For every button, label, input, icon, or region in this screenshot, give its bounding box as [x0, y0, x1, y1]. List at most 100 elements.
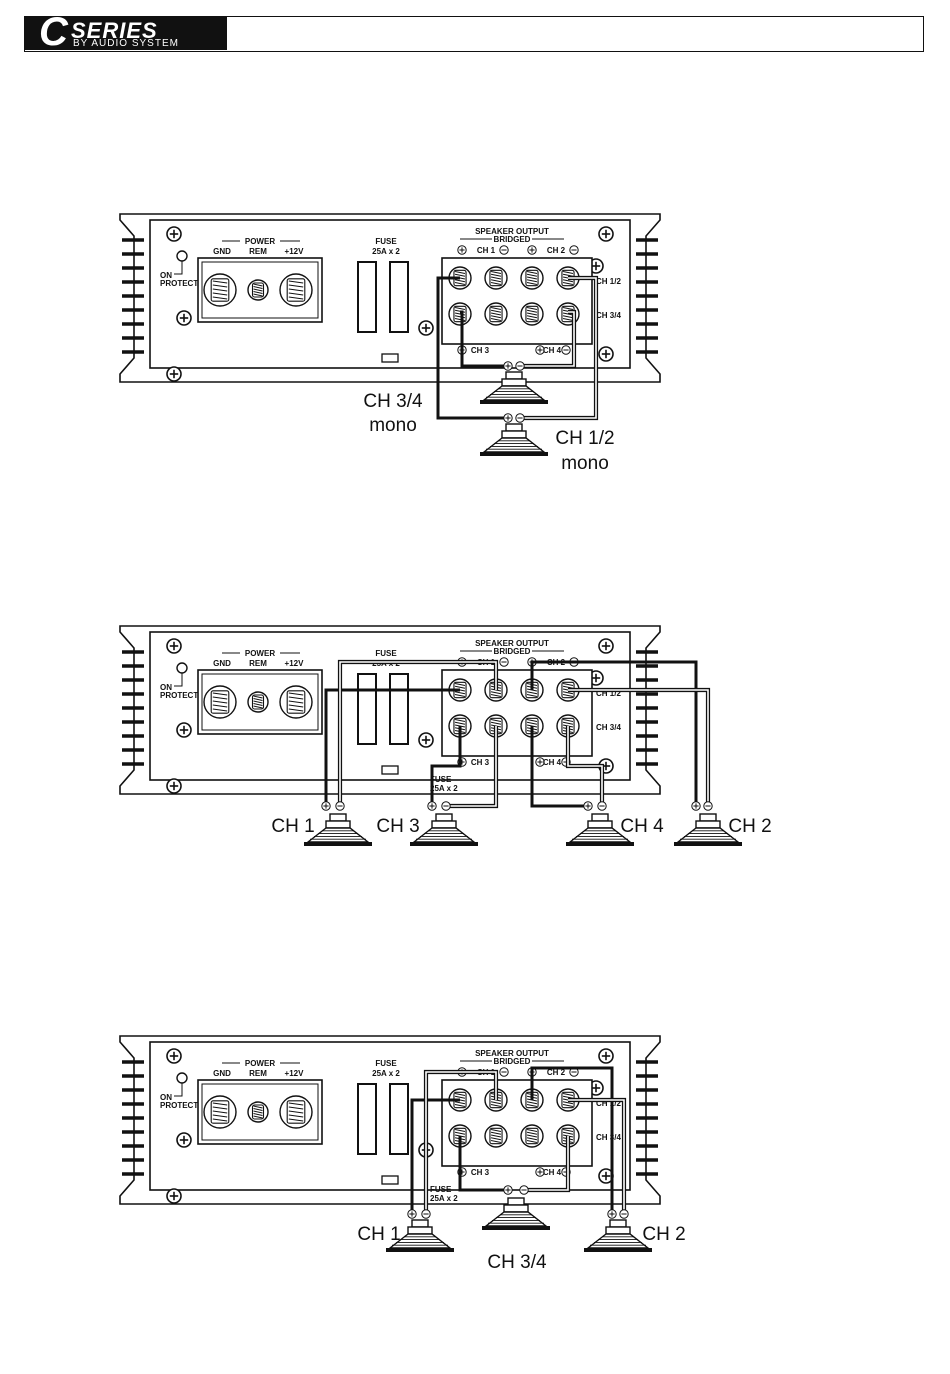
speaker-ch1-3	[386, 1219, 454, 1252]
speaker-wire	[530, 726, 588, 808]
switch-icon	[381, 1175, 399, 1185]
fuse-rating-label: 25A x 2	[372, 1069, 400, 1078]
ch12-side-label: CH 1/2	[596, 1099, 621, 1108]
protect-label: PROTECT	[160, 279, 198, 288]
plus12v-label: +12V	[285, 659, 305, 668]
ch4-bottom-label: CH 4	[543, 758, 562, 767]
speaker-wire	[324, 688, 460, 806]
led-icon	[176, 250, 188, 262]
speaker-ch12-mono	[480, 423, 548, 456]
rem-label: REM	[249, 247, 267, 256]
speaker-output-label: SPEAKER OUTPUT	[475, 639, 549, 648]
rem-label: REM	[249, 1069, 267, 1078]
ch34-side-label: CH 3/4	[596, 311, 621, 320]
on-label: ON	[160, 271, 172, 280]
speaker-ch34-3	[482, 1197, 550, 1230]
ch4-bottom-label: CH 4	[543, 346, 562, 355]
ch2-top-label: CH 2	[547, 1068, 566, 1077]
protect-label: PROTECT	[160, 691, 198, 700]
fuse-rating-label-3: 25A x 2	[430, 1194, 458, 1203]
on-label: ON	[160, 1093, 172, 1102]
fuse-rating-label: 25A x 2	[372, 247, 400, 256]
speaker-wire	[410, 1098, 460, 1214]
gnd-label: GND	[213, 659, 231, 668]
power-label: POWER	[245, 649, 275, 658]
logo-series: SERIES	[71, 18, 158, 43]
fuse-icon	[389, 261, 409, 333]
speaker-wire	[430, 726, 462, 806]
speaker-wire	[530, 1066, 614, 1214]
fuse-icon	[389, 1083, 409, 1155]
bridged-label: BRIDGED	[494, 235, 531, 244]
ch1-top-label: CH 1	[477, 246, 496, 255]
fuse-icon	[357, 261, 377, 333]
speaker-wire	[458, 1136, 508, 1192]
plus12v-label: +12V	[285, 1069, 305, 1078]
label-ch1-3: CH 1	[357, 1224, 400, 1245]
on-label: ON	[160, 683, 172, 692]
logo-by-audio-system: BY AUDIO SYSTEM	[73, 38, 179, 49]
fuse-icon	[389, 673, 409, 745]
ch12-side-label: CH 1/2	[596, 689, 621, 698]
ch3-bottom-label: CH 3	[471, 1168, 490, 1177]
speaker-ch4	[566, 813, 634, 846]
speaker-output-label: SPEAKER OUTPUT	[475, 1049, 549, 1058]
label-mono-2: mono	[561, 453, 609, 474]
fuse-label: FUSE	[375, 237, 397, 246]
speaker-ch1	[304, 813, 372, 846]
label-ch12: CH 1/2	[555, 428, 614, 449]
bridged-label: BRIDGED	[494, 647, 531, 656]
speaker-wire	[530, 660, 698, 806]
ch3-bottom-label: CH 3	[471, 346, 490, 355]
power-label: POWER	[245, 1059, 275, 1068]
fuse-label-3: FUSE	[430, 1185, 452, 1194]
fuse-rating-label-2: 25A x 2	[430, 784, 458, 793]
fuse-icon	[357, 1083, 377, 1155]
protect-label: PROTECT	[160, 1101, 198, 1110]
speaker-wire	[436, 276, 508, 420]
plus12v-label: +12V	[285, 247, 305, 256]
ch3-bottom-label: CH 3	[471, 758, 490, 767]
ch2-top-label: CH 2	[547, 246, 566, 255]
label-mono-1: mono	[369, 415, 417, 436]
speaker-ch34-mono	[480, 371, 548, 404]
label-ch34-3: CH 3/4	[487, 1252, 547, 1273]
fuse-label: FUSE	[375, 1059, 397, 1068]
label-ch2: CH 2	[728, 816, 771, 837]
label-ch2-3: CH 2	[642, 1224, 685, 1245]
page-header: C SERIES BY AUDIO SYSTEM	[24, 10, 924, 54]
fuse-icon	[357, 673, 377, 745]
speaker-ch3	[410, 813, 478, 846]
speaker-wire	[460, 310, 508, 368]
speaker-ch2-3	[584, 1219, 652, 1252]
logo-c: C	[39, 10, 68, 54]
switch-icon	[381, 353, 399, 363]
label-ch1: CH 1	[271, 816, 314, 837]
gnd-label: GND	[213, 247, 231, 256]
label-ch3: CH 3	[376, 816, 419, 837]
ch12-side-label: CH 1/2	[596, 277, 621, 286]
led-icon	[176, 662, 188, 674]
ch34-side-label: CH 3/4	[596, 723, 621, 732]
switch-icon	[381, 765, 399, 775]
wiring-diagram-1: CH 3/4 mono CH 1/2 mono	[363, 275, 615, 474]
speaker-ch2	[674, 813, 742, 846]
power-label: POWER	[245, 237, 275, 246]
bridged-label: BRIDGED	[494, 1057, 531, 1066]
ch4-bottom-label: CH 4	[543, 1168, 562, 1177]
gnd-label: GND	[213, 1069, 231, 1078]
fuse-label-2: FUSE	[430, 775, 452, 784]
fuse-label: FUSE	[375, 649, 397, 658]
ch34-side-label: CH 3/4	[596, 1133, 621, 1142]
speaker-output-label: SPEAKER OUTPUT	[475, 227, 549, 236]
c-series-logo: C SERIES BY AUDIO SYSTEM	[25, 10, 227, 54]
label-ch34: CH 3/4	[363, 391, 423, 412]
led-icon	[176, 1072, 188, 1084]
rem-label: REM	[249, 659, 267, 668]
label-ch4: CH 4	[620, 816, 664, 837]
